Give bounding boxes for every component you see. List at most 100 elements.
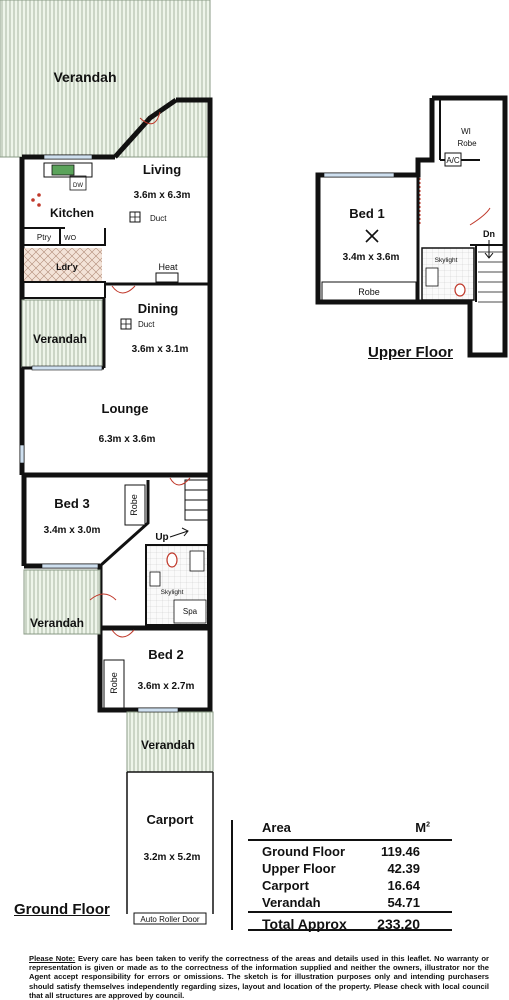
window [41, 563, 99, 569]
window [137, 707, 179, 713]
dn-arrow [484, 240, 494, 259]
kitchen-dot-1 [37, 193, 41, 197]
area-header-label: Area [262, 820, 291, 835]
skylight-ground-label: Skylight [161, 589, 184, 596]
window [19, 444, 25, 464]
wi-robe-label-2: Robe [457, 139, 477, 148]
bed1-size: 3.4m x 3.6m [343, 252, 400, 263]
bed3-label: Bed 3 [54, 496, 89, 511]
wall-stairs-upper [470, 244, 505, 302]
door-swing [111, 629, 135, 638]
kitchen-dot-2 [37, 203, 41, 207]
wo-label: WO [64, 235, 77, 242]
lounge-label: Lounge [102, 401, 149, 416]
ceiling-fan-icon [365, 229, 379, 243]
door-swing [139, 111, 161, 125]
ac-box [444, 152, 462, 167]
area-header: Area M2 [262, 820, 430, 835]
carport-label: Carport [147, 812, 195, 827]
wi-robe-label-1: WI [461, 127, 471, 136]
upper-floor-title: Upper Floor [368, 344, 453, 361]
carport-size: 3.2m x 5.2m [144, 852, 201, 863]
wall-bed3 [98, 480, 150, 568]
dw-label: DW [73, 183, 83, 189]
dining-size: 3.6m x 3.1m [132, 344, 189, 355]
bed3-size: 3.4m x 3.0m [44, 525, 101, 536]
ldry-label: Ldr'y [56, 262, 78, 272]
wall-laundry [22, 281, 106, 299]
vanity-upper [425, 267, 439, 287]
wall-living-angled [113, 97, 178, 159]
verandah-top-label: Verandah [53, 69, 116, 85]
disclaimer-note: Please Note: Every care has been taken t… [29, 954, 489, 1000]
verandah-left [23, 569, 101, 635]
living-label: Living [143, 162, 181, 177]
dining-label: Dining [138, 301, 178, 316]
up-label: Up [155, 532, 168, 543]
ground-floor-title: Ground Floor [14, 901, 110, 918]
ac-label: A/C [446, 156, 460, 165]
up-arrow [169, 527, 189, 538]
window [323, 172, 395, 178]
robe-bed2-label: Robe [109, 672, 119, 694]
heat-label: Heat [158, 262, 178, 272]
wall-upper-floor [315, 95, 508, 358]
verandah-bottom-label: Verandah [141, 738, 195, 752]
spa-box [173, 599, 207, 624]
lounge-size: 6.3m x 3.6m [99, 434, 156, 445]
window [31, 365, 103, 371]
stairs-ground [184, 479, 209, 521]
door-swing-upper [469, 207, 491, 226]
carport-outline [126, 771, 214, 914]
area-table-lines [231, 820, 452, 931]
wall-kitchen [22, 227, 106, 246]
kitchen-sink [51, 164, 75, 176]
area-row-upper: Upper Floor 42.39 [262, 861, 420, 876]
wall-wi-robe [439, 100, 480, 161]
dw-box [69, 175, 87, 191]
kitchen-dot-3 [31, 198, 35, 202]
area-row-verandah: Verandah 54.71 [262, 895, 420, 910]
verandah-mid-label: Verandah [33, 332, 87, 346]
verandah-bottom [126, 711, 214, 773]
kitchen-label: Kitchen [50, 206, 94, 220]
area-row-carport: Carport 16.64 [262, 878, 420, 893]
verandah-mid [21, 299, 105, 368]
toilet-upper [454, 283, 466, 297]
door-swing [111, 285, 136, 294]
roller-door-label: Auto Roller Door [140, 915, 199, 924]
duct-dining-label: Duct [138, 320, 155, 329]
verandah-top [0, 0, 211, 158]
living-size: 3.6m x 6.3m [134, 190, 191, 201]
area-header-unit: M2 [415, 820, 430, 835]
toilet-ground [166, 552, 178, 568]
ptry-label: Ptry [37, 233, 51, 242]
duct-living-label: Duct [150, 214, 167, 223]
robe-bed3-box [124, 484, 146, 526]
robe-bed2-box [103, 659, 125, 709]
roller-door-box [133, 912, 207, 925]
vanity-ground [149, 571, 161, 587]
area-row-ground: Ground Floor 119.46 [262, 844, 420, 859]
robe-bed1-box [321, 281, 417, 301]
door-swing [89, 593, 117, 601]
door-swing [169, 477, 191, 486]
robe-bed1-label: Robe [358, 287, 380, 297]
spa-label: Spa [183, 607, 198, 616]
robe-bed3-label: Robe [129, 494, 139, 516]
area-table: Area M2 Ground Floor 119.46 Upper Floor … [262, 820, 462, 935]
area-row-total: Total Approx 233.20 [262, 916, 420, 932]
note-label: Please Note: [29, 954, 76, 963]
stairs-upper [478, 251, 503, 303]
dn-label: Dn [483, 229, 495, 239]
bed1-label: Bed 1 [349, 206, 384, 221]
heater-box [155, 272, 179, 283]
bed2-label: Bed 2 [148, 647, 183, 662]
window [43, 154, 93, 160]
note-text: Every care has been taken to verify the … [29, 954, 489, 1000]
verandah-left-label: Verandah [30, 616, 84, 630]
skylight-upper-label: Skylight [435, 257, 458, 264]
bed2-size: 3.6m x 2.7m [138, 681, 195, 692]
laundry-area [24, 248, 102, 282]
